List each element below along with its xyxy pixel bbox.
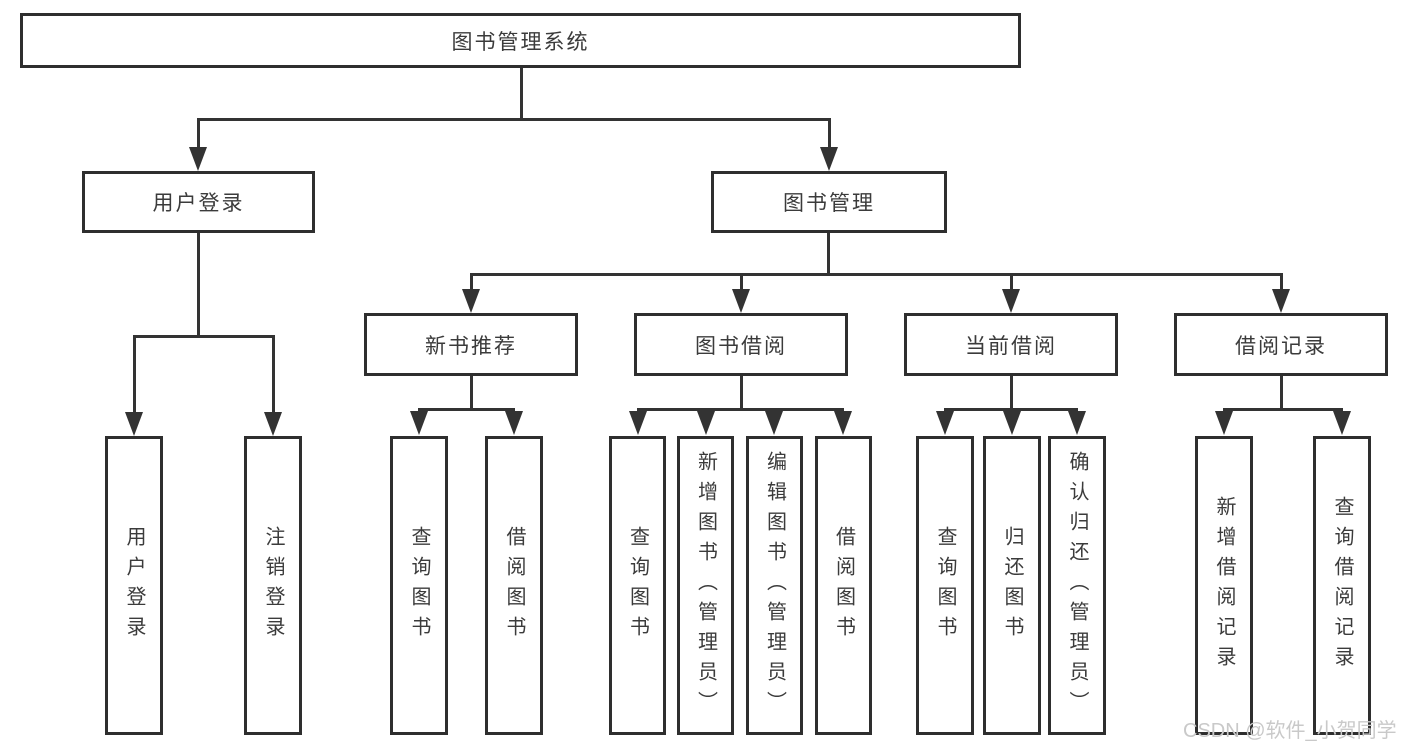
arrow-to-user-login-action	[125, 412, 143, 436]
arrow-to-user-login	[189, 147, 207, 171]
arrow-to-new-book-recommendation	[462, 289, 480, 313]
node-current-borrowing: 当前借阅	[904, 313, 1118, 376]
arrow-to-edit-book-admin	[765, 411, 783, 435]
arrow-to-add-book-admin	[697, 411, 715, 435]
node-query-books-2: 查询图书	[609, 436, 666, 735]
connector-new-book-split	[418, 408, 515, 411]
connector-user-login-stem	[197, 233, 200, 335]
node-return-books: 归还图书	[983, 436, 1041, 735]
connector-drop-new-book	[470, 273, 473, 289]
node-edit-book-admin: 编辑图书（管理员）	[746, 436, 803, 735]
node-borrow-books-2: 借阅图书	[815, 436, 872, 735]
node-new-book-recommendation: 新书推荐	[364, 313, 578, 376]
arrow-to-query-borrow-record	[1333, 411, 1351, 435]
arrow-to-current-borrowing	[1002, 289, 1020, 313]
connector-user-login-drop-1	[133, 335, 136, 412]
connector-user-login-drop-2	[272, 335, 275, 412]
csdn-watermark: CSDN @软件_小贺同学	[1183, 720, 1397, 742]
arrow-to-confirm-return-admin	[1068, 411, 1086, 435]
connector-root-split	[197, 118, 831, 121]
connector-new-book-stem	[470, 376, 473, 408]
connector-book-management-stem	[827, 233, 830, 273]
node-logout-action: 注销登录	[244, 436, 302, 735]
connector-root-right-drop	[828, 118, 831, 148]
connector-book-borrowing-stem	[740, 376, 743, 408]
arrow-to-book-borrowing	[732, 289, 750, 313]
connector-current-borrowing-split	[944, 408, 1078, 411]
node-user-login-action: 用户登录	[105, 436, 163, 735]
arrow-to-query-books-1	[410, 411, 428, 435]
node-query-books-3: 查询图书	[916, 436, 974, 735]
node-user-login: 用户登录	[82, 171, 315, 233]
connector-book-borrowing-split	[637, 408, 844, 411]
arrow-to-borrow-books-2	[834, 411, 852, 435]
connector-user-login-split	[133, 335, 275, 338]
arrow-to-borrowing-records	[1272, 289, 1290, 313]
node-book-management: 图书管理	[711, 171, 947, 233]
arrow-to-return-books	[1003, 411, 1021, 435]
connector-drop-borrowing-records	[1280, 273, 1283, 289]
node-add-borrow-record: 新增借阅记录	[1195, 436, 1253, 735]
arrow-to-add-borrow-record	[1215, 411, 1233, 435]
node-add-book-admin: 新增图书（管理员）	[677, 436, 734, 735]
node-root: 图书管理系统	[20, 13, 1021, 68]
connector-drop-current-borrowing	[1010, 273, 1013, 289]
connector-drop-book-borrowing	[740, 273, 743, 289]
connector-book-management-split	[470, 273, 1282, 276]
node-confirm-return-admin: 确认归还（管理员）	[1048, 436, 1106, 735]
connector-current-borrowing-stem	[1010, 376, 1013, 408]
arrow-to-query-books-3	[936, 411, 954, 435]
connector-root-left-drop	[197, 118, 200, 148]
arrow-to-logout-action	[264, 412, 282, 436]
node-query-borrow-record: 查询借阅记录	[1313, 436, 1371, 735]
node-borrowing-records: 借阅记录	[1174, 313, 1388, 376]
connector-borrowing-records-stem	[1280, 376, 1283, 408]
arrow-to-query-books-2	[629, 411, 647, 435]
arrow-to-book-management	[820, 147, 838, 171]
node-query-books-1: 查询图书	[390, 436, 448, 735]
arrow-to-borrow-books-1	[505, 411, 523, 435]
connector-root-stem	[520, 68, 523, 118]
node-book-borrowing: 图书借阅	[634, 313, 848, 376]
connector-borrowing-records-split	[1223, 408, 1343, 411]
node-borrow-books-1: 借阅图书	[485, 436, 543, 735]
